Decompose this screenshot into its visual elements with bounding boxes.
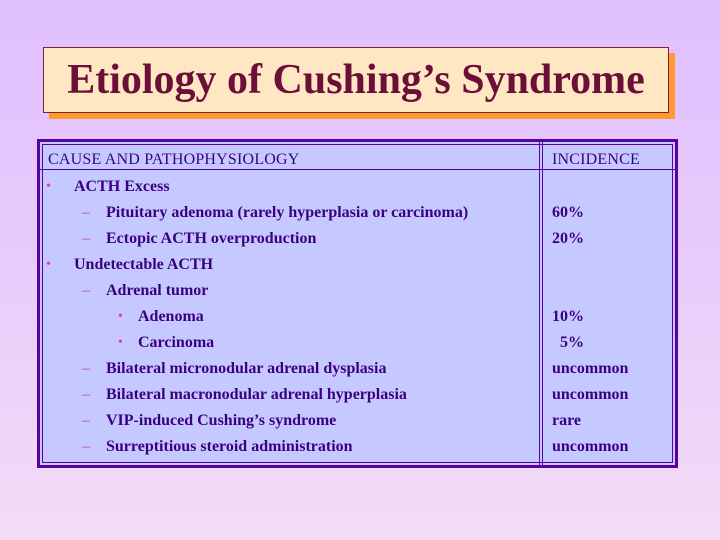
incidence-value: rare <box>552 412 582 429</box>
table-row: – Surreptitious steroid administration u… <box>40 434 675 460</box>
cause-label: ACTH Excess <box>74 178 170 195</box>
dash-icon: – <box>82 282 90 299</box>
etiology-table: CAUSE AND PATHOPHYSIOLOGY INCIDENCE • AC… <box>37 139 678 468</box>
column-divider <box>539 142 543 465</box>
cause-label: Adenoma <box>138 308 204 325</box>
cause-label: Undetectable ACTH <box>74 256 214 273</box>
dash-icon: – <box>82 438 90 455</box>
table-row: • Adenoma 10% <box>40 304 675 330</box>
cause-label: Surreptitious steroid administration <box>106 438 353 455</box>
incidence-value: uncommon <box>552 360 629 377</box>
bullet-icon: • <box>46 179 51 194</box>
incidence-value: uncommon <box>552 386 629 403</box>
incidence-value: 10% <box>552 308 584 325</box>
incidence-value: 20% <box>552 230 584 247</box>
table-row: – VIP-induced Cushing’s syndrome rare <box>40 408 675 434</box>
bullet-icon: • <box>118 335 123 350</box>
dash-icon: – <box>82 230 90 247</box>
table-row: – Bilateral macronodular adrenal hyperpl… <box>40 382 675 408</box>
incidence-value: uncommon <box>552 438 629 455</box>
cause-label: VIP-induced Cushing’s syndrome <box>106 412 337 429</box>
table-row: – Adrenal tumor <box>40 278 675 304</box>
table-row: • Carcinoma 5% <box>40 330 675 356</box>
dash-icon: – <box>82 386 90 403</box>
header-incidence: INCIDENCE <box>552 151 641 168</box>
bullet-icon: • <box>46 257 51 272</box>
slide-title: Etiology of Cushing’s Syndrome <box>67 57 645 103</box>
header-cause: CAUSE AND PATHOPHYSIOLOGY <box>48 151 300 168</box>
title-box: Etiology of Cushing’s Syndrome <box>43 47 669 113</box>
cause-label: Pituitary adenoma (rarely hyperplasia or… <box>106 204 469 221</box>
dash-icon: – <box>82 412 90 429</box>
table-row: • ACTH Excess <box>40 174 675 200</box>
cause-label: Carcinoma <box>138 334 215 351</box>
cause-label: Adrenal tumor <box>106 282 209 299</box>
dash-icon: – <box>82 360 90 377</box>
incidence-value: 5% <box>552 334 584 351</box>
table-row: • Undetectable ACTH <box>40 252 675 278</box>
cause-label: Bilateral micronodular adrenal dysplasia <box>106 360 387 377</box>
incidence-value: 60% <box>552 204 584 221</box>
table-row: – Bilateral micronodular adrenal dysplas… <box>40 356 675 382</box>
cause-label: Bilateral macronodular adrenal hyperplas… <box>106 386 407 403</box>
bullet-icon: • <box>118 309 123 324</box>
dash-icon: – <box>82 204 90 221</box>
header-divider <box>40 169 675 170</box>
cause-label: Ectopic ACTH overproduction <box>106 230 317 247</box>
table-row: – Ectopic ACTH overproduction 20% <box>40 226 675 252</box>
table-row: – Pituitary adenoma (rarely hyperplasia … <box>40 200 675 226</box>
